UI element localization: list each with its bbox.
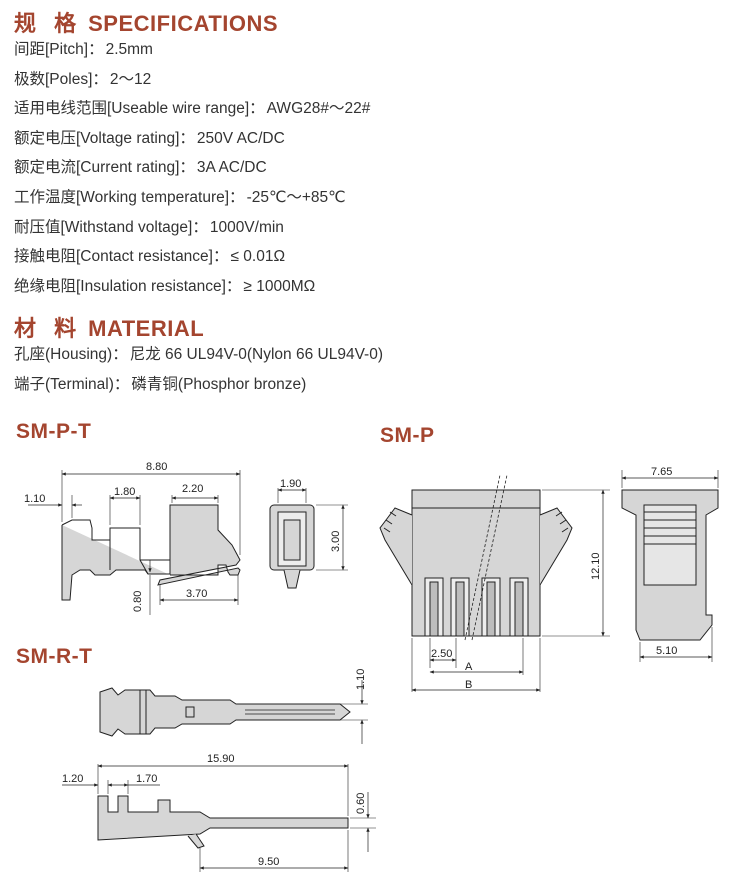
spec-item-label: 适用电线范围[Useable wire range]： xyxy=(14,100,265,118)
sm-r-t-top-view xyxy=(99,680,368,744)
sm-p-dim-side-top: 7.65 xyxy=(651,466,672,478)
sm-r-t-dim-mid: 1.70 xyxy=(136,773,157,785)
spec-item-label: 耐压值[Withstand voltage]： xyxy=(14,218,208,236)
specifications-heading-cn: 规 格 xyxy=(14,11,83,36)
spec-item-value: AWG28#～22# xyxy=(266,100,371,118)
spec-item-value: 2～12 xyxy=(109,70,152,88)
sm-p-t-dim-left: 1.10 xyxy=(24,493,45,505)
spec-item: 额定电流[Current rating]：3A AC/DC xyxy=(14,158,267,178)
spec-item: 额定电压[Voltage rating]：250V AC/DC xyxy=(14,129,285,149)
spec-item-label: 极数[Poles]： xyxy=(14,70,108,88)
spec-item-value: ≥ 1000MΩ xyxy=(243,277,316,295)
sm-r-t-dim-bottom: 9.50 xyxy=(258,856,279,868)
sm-p-dim-height: 12.10 xyxy=(590,552,602,580)
sm-r-t-dim-thick: 0.60 xyxy=(355,793,367,814)
sm-p-t-side-view xyxy=(28,470,241,615)
sm-r-t-dim-left: 1.20 xyxy=(62,773,83,785)
sm-p-side-view xyxy=(621,470,719,662)
sm-p-t-dim-mid: 1.80 xyxy=(114,486,135,498)
material-item: 孔座(Housing)：尼龙 66 UL94V-0(Nylon 66 UL94V… xyxy=(14,345,383,365)
sm-p-t-dim-front-height: 3.00 xyxy=(330,531,342,552)
sm-p-t-title: SM-P-T xyxy=(16,420,92,443)
spec-item-label: 额定电流[Current rating]： xyxy=(14,159,195,177)
spec-item: 极数[Poles]：2～12 xyxy=(14,70,151,90)
spec-item-label: 工作温度[Working temperature]： xyxy=(14,189,245,206)
material-heading-en: MATERIAL xyxy=(88,316,205,341)
sm-p-dim-a: A xyxy=(465,661,473,673)
material-heading-cn: 材 料 xyxy=(14,316,83,341)
sm-p-t-dim-overall: 8.80 xyxy=(146,461,167,473)
sm-p-t-dim-front-width: 1.90 xyxy=(280,478,301,490)
spec-item-value: 250V AC/DC xyxy=(196,129,285,147)
spec-item-value: 3A AC/DC xyxy=(196,159,267,177)
spec-item-label: 间距[Pitch]： xyxy=(14,41,104,58)
sm-p-t-dim-height-small: 0.80 xyxy=(132,591,144,612)
sm-p-t-dim-bottom: 3.70 xyxy=(186,588,207,600)
sm-p-dim-b: B xyxy=(465,679,472,691)
spec-item: 间距[Pitch]：2.5mm xyxy=(14,40,153,60)
spec-item-label: 额定电压[Voltage rating]： xyxy=(14,129,195,147)
spec-item-value: 1000V/min xyxy=(209,218,284,236)
sm-p-dim-side-bottom: 5.10 xyxy=(656,645,677,657)
material-item: 端子(Terminal)：磷青铜(Phosphor bronze) xyxy=(14,375,306,395)
spec-item-value: 2.5mm xyxy=(105,41,153,58)
spec-item-label: 绝缘电阻[Insulation resistance]： xyxy=(14,277,242,295)
spec-item: 适用电线范围[Useable wire range]：AWG28#～22# xyxy=(14,99,370,119)
sm-r-t-dim-overall: 15.90 xyxy=(207,753,235,765)
specifications-heading-en: SPECIFICATIONS xyxy=(88,11,279,36)
sm-p-dim-pitch: 2.50 xyxy=(431,648,452,660)
spec-item: 工作温度[Working temperature]：-25℃～+85℃ xyxy=(14,188,346,208)
sm-p-title: SM-P xyxy=(380,424,435,447)
sm-p-housing-view xyxy=(379,474,610,692)
spec-item: 耐压值[Withstand voltage]：1000V/min xyxy=(14,218,284,238)
sm-p-t-front-view xyxy=(269,488,348,589)
spec-item-value: -25℃～+85℃ xyxy=(246,189,346,206)
sm-r-t-title: SM-R-T xyxy=(16,645,93,668)
material-item-value: 尼龙 66 UL94V-0(Nylon 66 UL94V-0) xyxy=(129,346,384,363)
spec-item: 绝缘电阻[Insulation resistance]：≥ 1000MΩ xyxy=(14,277,315,297)
sm-r-t-side-view xyxy=(62,764,376,872)
spec-item: 接触电阻[Contact resistance]：≤ 0.01Ω xyxy=(14,247,285,267)
material-item-label: 孔座(Housing)： xyxy=(14,346,128,363)
sm-r-t-dim-pin-height: 1.10 xyxy=(355,669,367,690)
spec-item-value: ≤ 0.01Ω xyxy=(230,248,286,266)
material-item-label: 端子(Terminal)： xyxy=(14,376,130,393)
material-item-value: 磷青铜(Phosphor bronze) xyxy=(131,376,307,393)
sm-p-t-dim-right: 2.20 xyxy=(182,483,203,495)
spec-item-label: 接触电阻[Contact resistance]： xyxy=(14,248,229,266)
